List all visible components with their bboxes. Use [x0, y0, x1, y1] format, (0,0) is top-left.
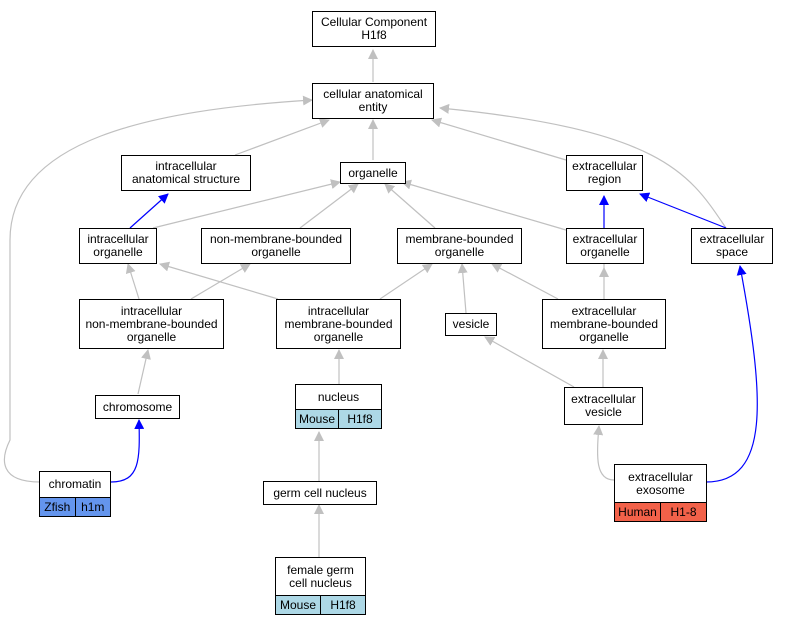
node-intracellular-organelle[interactable]: intracellular organelle: [79, 228, 157, 264]
edge-imbo-to-io: [159, 261, 279, 300]
edge-vesicle-to-mbo: [457, 263, 468, 314]
node-chromatin[interactable]: chromatin Zfish h1m: [39, 471, 111, 517]
node-label: extracellular region: [572, 159, 637, 186]
node-female-germ-cell-nucleus[interactable]: female germ cell nucleus Mouse H1f8: [275, 557, 366, 615]
node-label: extracellular membrane-bounded organelle: [549, 303, 659, 344]
node-cellular-anatomical-entity[interactable]: cellular anatomical entity: [312, 83, 434, 119]
node-membrane-bounded-organelle[interactable]: membrane-bounded organelle: [397, 228, 522, 264]
node-cellular-component[interactable]: Cellular Component H1f8: [312, 11, 436, 47]
node-label: extracellular exosome: [628, 469, 693, 497]
node-vesicle[interactable]: vesicle: [445, 313, 497, 336]
node-label: Cellular Component H1f8: [320, 15, 428, 42]
node-non-membrane-bounded-organelle[interactable]: non-membrane-bounded organelle: [201, 228, 351, 264]
gene-tag: h1m: [74, 498, 110, 516]
edge-io-part-of-ias: [129, 193, 169, 229]
node-germ-cell-nucleus[interactable]: germ cell nucleus: [263, 481, 377, 505]
node-chromosome[interactable]: chromosome: [95, 395, 180, 419]
edge-chromatin-to-cae: [3, 95, 313, 483]
edge-chromatin-part-of-chromosome: [110, 419, 145, 483]
annotation-tags: Human H1-8: [615, 502, 706, 521]
node-label: intracellular anatomical structure: [131, 159, 241, 186]
species-tag: Mouse: [296, 410, 338, 428]
edge-eo-to-organelle: [401, 179, 567, 231]
node-label: intracellular non-membrane-bounded organ…: [85, 303, 218, 344]
node-intracellular-membrane-bounded-organelle[interactable]: intracellular membrane-bounded organelle: [276, 299, 401, 349]
edge-nmbo-to-organelle: [299, 183, 359, 229]
node-organelle[interactable]: organelle: [340, 162, 406, 184]
node-extracellular-vesicle[interactable]: extracellular vesicle: [564, 387, 643, 425]
annotation-tags: Zfish h1m: [40, 497, 110, 516]
species-tag: Human: [615, 503, 660, 521]
edge-mbo-to-organelle: [384, 183, 436, 229]
edge-inmbo-to-io: [125, 263, 140, 300]
node-label: membrane-bounded organelle: [405, 232, 514, 259]
node-nucleus[interactable]: nucleus Mouse H1f8: [295, 384, 382, 429]
node-label: chromatin: [48, 477, 102, 491]
node-extracellular-organelle[interactable]: extracellular organelle: [566, 228, 644, 264]
gene-tag: H1f8: [338, 410, 381, 428]
gene-tag: H1f8: [320, 596, 365, 614]
species-tag: Zfish: [40, 498, 75, 516]
node-label: germ cell nucleus: [273, 485, 367, 500]
node-label: organelle: [348, 165, 398, 180]
node-intracellular-anatomical-structure[interactable]: intracellular anatomical structure: [121, 155, 251, 191]
node-label: extracellular organelle: [572, 232, 638, 259]
node-extracellular-space[interactable]: extracellular space: [691, 228, 773, 264]
edge-chromosome-to-inmbo: [137, 349, 151, 395]
edge-ias-to-cae: [234, 118, 330, 156]
edge-io-to-organelle: [152, 179, 341, 229]
edge-exosome-part-of-extspace: [705, 265, 758, 483]
edge-extreg-to-cae: [431, 117, 567, 161]
edge-ev-to-vesicle: [484, 336, 575, 388]
node-label: vesicle: [452, 317, 490, 331]
node-label: nucleus: [317, 389, 360, 404]
edge-extspace-to-cae: [439, 103, 727, 229]
node-label: chromosome: [102, 399, 173, 414]
species-tag: Mouse: [276, 596, 320, 614]
node-extracellular-region[interactable]: extracellular region: [566, 155, 643, 191]
node-extracellular-membrane-bounded-organelle[interactable]: extracellular membrane-bounded organelle: [542, 299, 666, 349]
annotation-tags: Mouse H1f8: [296, 409, 381, 428]
edge-imbo-to-mbo: [379, 263, 433, 300]
gene-tag: H1-8: [660, 503, 706, 521]
node-label: extracellular vesicle: [571, 392, 636, 419]
edge-embo-to-mbo: [491, 263, 559, 300]
node-label: intracellular organelle: [87, 232, 149, 259]
annotation-tags: Mouse H1f8: [276, 595, 365, 614]
node-label: female germ cell nucleus: [287, 562, 354, 590]
node-label: extracellular space: [699, 232, 765, 259]
node-label: intracellular membrane-bounded organelle: [284, 303, 393, 344]
node-label: non-membrane-bounded organelle: [209, 232, 343, 259]
edge-exosome-to-ev: [593, 425, 615, 481]
edge-extspace-part-of-extreg: [639, 192, 727, 229]
node-intracellular-non-membrane-bounded-organelle[interactable]: intracellular non-membrane-bounded organ…: [79, 299, 224, 349]
node-label: cellular anatomical entity: [323, 87, 423, 114]
node-extracellular-exosome[interactable]: extracellular exosome Human H1-8: [614, 464, 707, 522]
